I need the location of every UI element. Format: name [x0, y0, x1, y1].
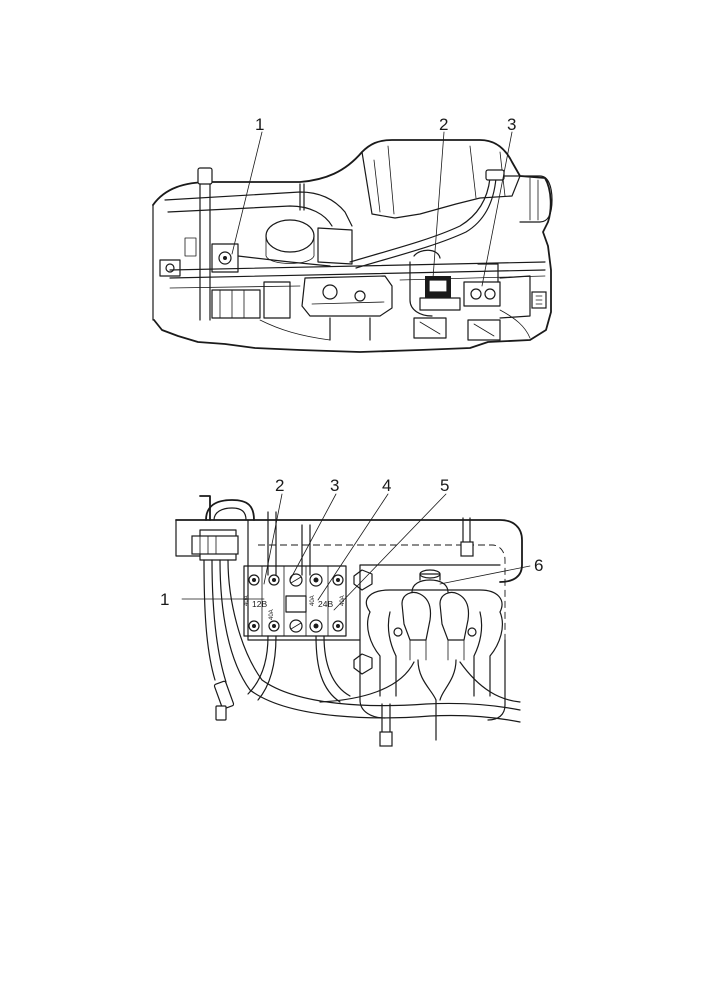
top-callouts: 1 2 3: [231, 115, 516, 287]
top-callout-3: 3: [507, 115, 516, 134]
bottom-callouts: 1 2 3 4 5 6: [160, 476, 543, 611]
side-mark-1: 40А: [244, 595, 250, 606]
side-mark-3: 40А: [310, 595, 316, 606]
bottom-callout-1: 1: [160, 590, 169, 609]
bottom-callout-2: 2: [275, 476, 284, 495]
terminal-screws-bottom: [248, 619, 344, 633]
side-mark-2: 40А: [269, 609, 275, 620]
bottom-callout-5: 5: [440, 476, 449, 495]
top-callout-2: 2: [439, 115, 448, 134]
bottom-callout-3: 3: [330, 476, 339, 495]
bottom-assembly-drawing: 12В 24В 40А 40А 40А 40А: [175, 495, 523, 747]
block-mark-24v: 24В: [318, 599, 333, 609]
top-assembly-drawing: [152, 139, 553, 353]
bottom-callout-6: 6: [534, 556, 543, 575]
bottom-callout-4: 4: [382, 476, 391, 495]
top-callout-1: 1: [255, 115, 264, 134]
block-mark-12v: 12В: [252, 599, 267, 609]
